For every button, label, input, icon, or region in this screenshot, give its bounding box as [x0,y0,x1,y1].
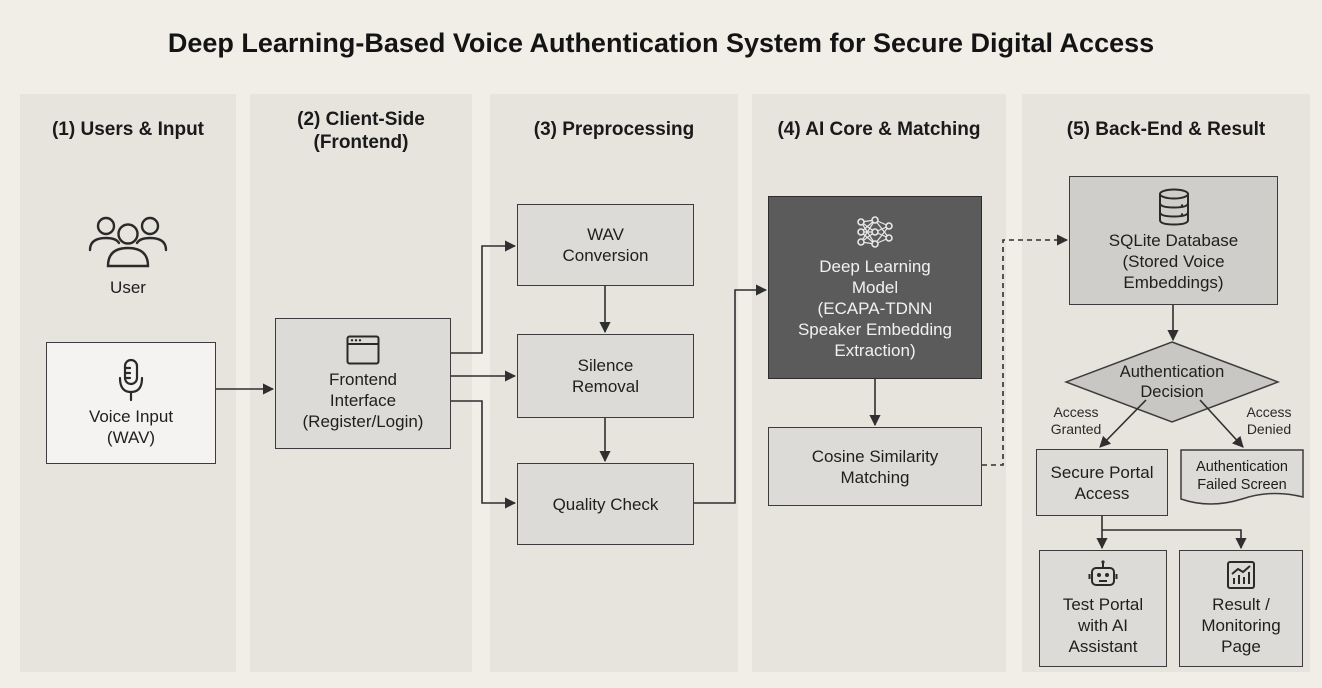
secure-portal-box: Secure Portal Access [1036,449,1168,516]
diagram-title: Deep Learning-Based Voice Authentication… [167,28,1155,58]
voice-input-label: (WAV) [106,428,156,447]
user-node: User [78,212,178,298]
test-portal-box: Test Portal with AI Assistant [1039,550,1167,667]
deep-learning-label: Speaker Embedding [797,320,953,339]
deep-learning-label: Extraction) [834,341,916,360]
column-header: (4) AI Core & Matching [777,119,981,140]
column-ai-core: (4) AI Core & Matching [752,94,1006,672]
decision-label-line: Decision [1140,383,1204,401]
access-granted-line: Granted [1050,421,1102,437]
column-header: (5) Back-End & Result [1066,119,1266,140]
silence-removal-label: Silence [577,356,634,375]
robot-icon [1088,560,1118,586]
result-page-label: Result / [1212,595,1270,614]
column-header: (1) Users & Input [51,119,205,140]
neural-network-icon [857,216,893,248]
failed-screen-label: Authentication Failed Screen [1180,458,1304,494]
access-granted-label: Access Granted [1036,404,1116,438]
database-icon [1158,188,1189,226]
test-portal-label: Assistant [1068,637,1138,656]
quality-check-label: Quality Check [552,494,659,514]
cosine-label: Matching [840,467,910,487]
browser-window-icon [346,335,380,365]
test-portal-label: with AI [1077,616,1129,635]
access-denied-label: Access Denied [1234,404,1304,438]
result-page-label: Monitoring [1201,616,1281,635]
database-label: (Stored Voice [1122,252,1225,271]
deep-learning-model-box: Deep Learning Model (ECAPA-TDNN Speaker … [768,196,982,379]
users-icon [88,216,168,268]
deep-learning-label: Model [851,278,899,297]
access-granted-line: Access [1053,404,1099,420]
deep-learning-label: Deep Learning [819,257,931,276]
quality-check-box: Quality Check [517,463,694,545]
column-header-line: (2) Client-Side [297,109,425,130]
database-label: Embeddings) [1123,273,1224,292]
secure-portal-label: Secure Portal [1050,462,1154,482]
result-monitoring-box: Result / Monitoring Page [1179,550,1303,667]
silence-removal-box: Silence Removal [517,334,694,418]
failed-screen-document-shape [1180,449,1304,505]
frontend-interface-box: Frontend Interface (Register/Login) [275,318,451,449]
wav-conversion-label: WAV [587,225,624,244]
decision-label: Authentication Decision [1064,362,1280,402]
column-header-line: (Frontend) [313,132,409,153]
frontend-label: (Register/Login) [302,412,424,431]
column-header: (2) Client-Side (Frontend) [250,108,472,154]
failed-screen-line: Failed Screen [1197,477,1287,493]
secure-portal-label: Access [1074,483,1130,503]
microphone-icon [118,358,144,402]
database-label: SQLite Database [1108,231,1239,250]
sqlite-database-box: SQLite Database (Stored Voice Embeddings… [1069,176,1278,305]
decision-label-line: Authentication [1119,363,1225,381]
failed-screen-line: Authentication [1196,459,1288,475]
cosine-similarity-box: Cosine Similarity Matching [768,427,982,506]
wav-conversion-box: WAV Conversion [517,204,694,286]
test-portal-label: Test Portal [1062,595,1144,614]
access-denied-line: Access [1246,404,1292,420]
wav-conversion-label: Conversion [562,246,649,265]
silence-removal-label: Removal [571,377,640,396]
column-header: (3) Preprocessing [533,119,695,140]
voice-input-label: Voice Input [88,407,174,426]
deep-learning-label: (ECAPA-TDNN [817,299,933,318]
chart-icon [1227,561,1255,589]
user-label: User [110,278,146,297]
voice-input-box: Voice Input (WAV) [46,342,216,464]
result-page-label: Page [1221,637,1261,656]
access-denied-line: Denied [1246,421,1292,437]
frontend-label: Interface [329,391,397,410]
frontend-label: Frontend [328,370,398,389]
cosine-label: Cosine Similarity [811,446,939,466]
